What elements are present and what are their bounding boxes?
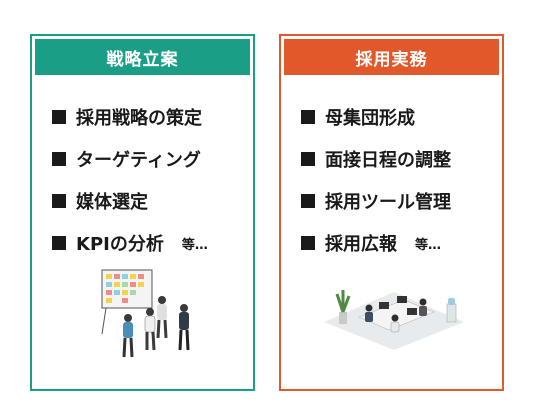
strategy-item: 採用戦略の策定 xyxy=(52,104,202,130)
strategy-item-label: 媒体選定 xyxy=(76,192,148,213)
strategy-item: 媒体選定 xyxy=(52,188,148,214)
bullet-square-icon xyxy=(52,194,66,208)
etc-label: 等… xyxy=(415,237,442,253)
operations-item-label: 採用ツール管理 xyxy=(325,192,451,213)
operations-item: 母集団形成 xyxy=(301,104,415,130)
operations-panel-title: 採用実務 xyxy=(284,39,499,75)
office-desk-illustration xyxy=(324,290,464,350)
team-whiteboard-illustration xyxy=(101,269,190,358)
strategy-item-label: 採用戦略の策定 xyxy=(76,108,202,129)
operations-item: 採用広報 等… xyxy=(301,230,441,256)
bullet-square-icon xyxy=(52,152,66,166)
bullet-square-icon xyxy=(301,152,315,166)
strategy-item: KPIの分析 等… xyxy=(52,230,208,256)
bullet-square-icon xyxy=(301,194,315,208)
etc-label: 等… xyxy=(181,237,208,253)
operations-item-label: 面接日程の調整 xyxy=(325,150,451,171)
strategy-item-label: ターゲティング xyxy=(76,150,201,171)
operations-item: 面接日程の調整 xyxy=(301,146,451,172)
strategy-panel-title: 戦略立案 xyxy=(35,39,250,75)
operations-item-label: 採用広報 xyxy=(325,234,397,255)
strategy-panel: 戦略立案 採用戦略の策定 ターゲティング 媒体選定 KPIの分析 等… xyxy=(30,34,255,391)
bullet-square-icon xyxy=(52,236,66,250)
bullet-square-icon xyxy=(301,110,315,124)
operations-panel: 採用実務 母集団形成 面接日程の調整 採用ツール管理 採用広報 等… xyxy=(279,34,504,391)
bullet-square-icon xyxy=(52,110,66,124)
strategy-item-label: KPIの分析 xyxy=(76,234,164,255)
operations-item-label: 母集団形成 xyxy=(325,108,415,129)
strategy-item: ターゲティング xyxy=(52,146,201,172)
bullet-square-icon xyxy=(301,236,315,250)
operations-item: 採用ツール管理 xyxy=(301,188,451,214)
